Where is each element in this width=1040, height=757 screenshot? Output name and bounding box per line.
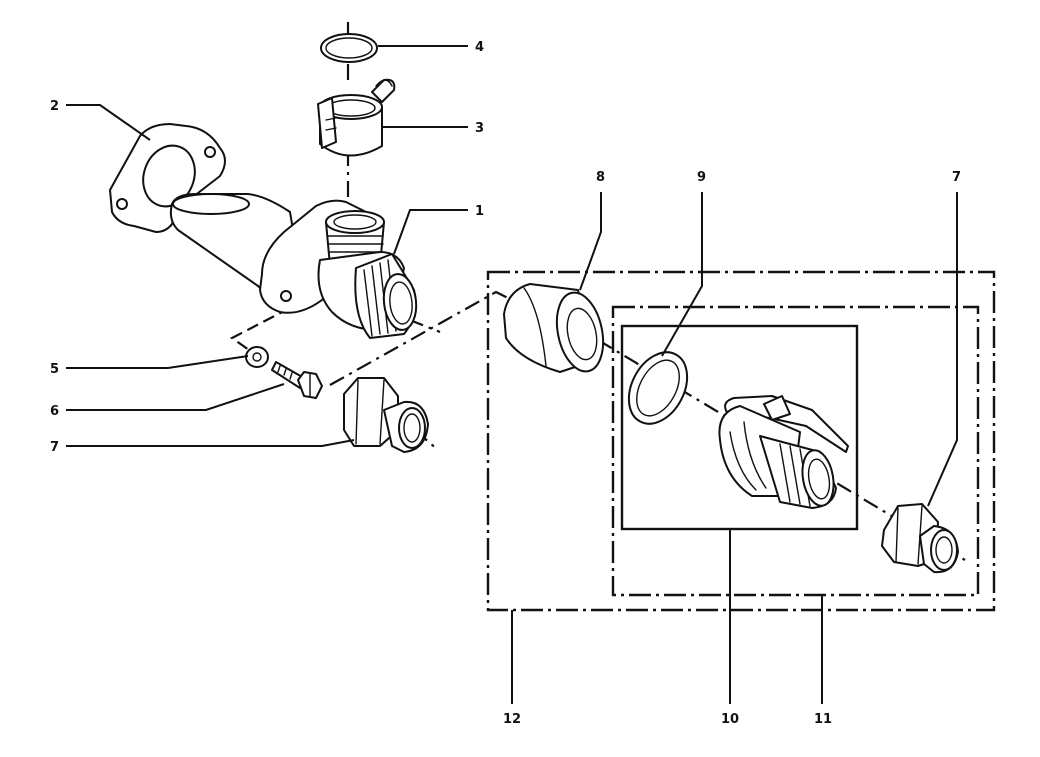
axis-to-kit — [329, 290, 513, 386]
kit-box-12 — [486, 270, 996, 612]
callout-3: 3 — [475, 121, 484, 136]
part-6-bolt — [271, 361, 323, 399]
leader-5 — [66, 355, 249, 369]
part-4-seal-ring — [320, 33, 378, 63]
part-9-o-ring — [627, 351, 689, 425]
leader-6 — [66, 383, 285, 411]
leader-lines — [66, 45, 958, 704]
leader-8 — [579, 192, 602, 291]
callout-6: 6 — [50, 404, 59, 419]
callout-11: 11 — [814, 712, 832, 727]
part-1-tee-housing — [169, 193, 418, 339]
callout-1: 1 — [475, 204, 484, 219]
part-7-hex-nipple-right — [881, 503, 959, 574]
callout-7-left: 7 — [50, 440, 59, 455]
leader-9 — [661, 192, 703, 357]
callout-10: 10 — [721, 712, 739, 727]
kit-box-10 — [620, 324, 859, 531]
callout-4: 4 — [475, 40, 484, 55]
callout-5: 5 — [50, 362, 59, 377]
leader-2 — [66, 104, 151, 141]
leader-1 — [393, 209, 468, 255]
part-3-hose-clamp — [317, 78, 396, 157]
part-7-hex-nipple-left — [343, 377, 429, 453]
axis-bolt-hole — [229, 307, 291, 353]
callout-7-right: 7 — [952, 170, 961, 185]
part-8-adapter-sleeve — [503, 283, 605, 373]
part-2-flange-gasket — [109, 123, 226, 233]
callout-2: 2 — [50, 99, 59, 114]
part-5-washer — [245, 346, 269, 368]
callout-12: 12 — [503, 712, 521, 727]
leader-7-left — [66, 439, 355, 447]
part-10-quick-coupling — [718, 395, 849, 509]
kit-box-11 — [611, 305, 980, 597]
callout-numbers: 4 3 2 1 5 6 7 8 9 7 10 11 12 — [50, 40, 961, 727]
callout-9: 9 — [697, 170, 706, 185]
leader-7-right — [927, 192, 958, 507]
callout-8: 8 — [596, 170, 605, 185]
